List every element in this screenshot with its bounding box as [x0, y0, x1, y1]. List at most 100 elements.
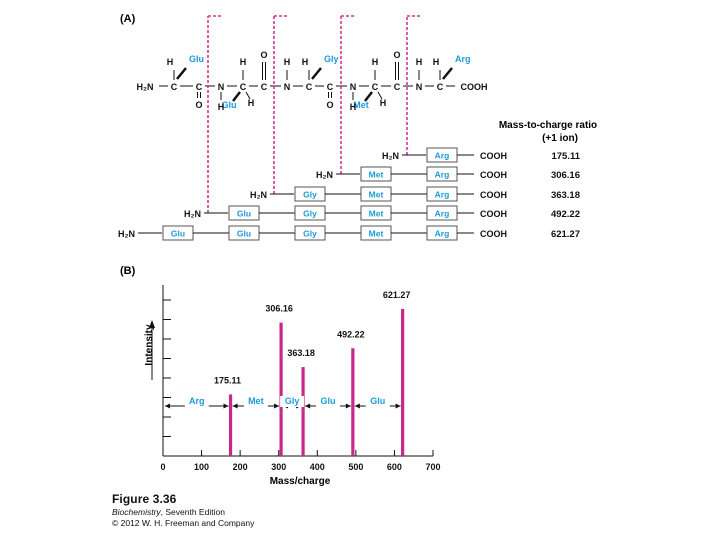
peak-bar	[301, 367, 305, 456]
residue-label: Arg	[435, 190, 450, 200]
carbonyl-oxygen: O	[393, 50, 400, 60]
amide-h: H	[416, 57, 423, 67]
fragment-n-label: H₂N	[250, 190, 267, 200]
x-tick-label: 200	[233, 462, 248, 472]
carbonyl-carbon: C	[394, 82, 401, 92]
alpha-h: H	[302, 57, 309, 67]
interval-arrowhead-right	[223, 403, 229, 409]
carbonyl-oxygen: O	[326, 100, 333, 110]
interval-label: Gly	[285, 396, 300, 406]
peak-bar	[228, 394, 233, 456]
residue-label: Arg	[435, 209, 450, 219]
alpha-carbon: C	[372, 82, 379, 92]
interval-label-bg	[243, 396, 268, 407]
book-title: Biochemistry	[112, 507, 161, 517]
x-tick-label: 700	[425, 462, 440, 472]
peak-bar	[351, 348, 355, 456]
alpha-h: H	[372, 57, 379, 67]
fragment-n-label: H₂N	[184, 209, 201, 219]
residue-label: Met	[369, 190, 384, 200]
fragment-mz-value: 306.16	[551, 170, 580, 181]
alpha-h: H	[380, 98, 387, 108]
x-tick-label: 500	[348, 462, 363, 472]
alpha-carbon: C	[171, 82, 178, 92]
residue-label: Glu	[171, 229, 185, 239]
residue-label: Arg	[435, 170, 450, 180]
panel-a-label: (A)	[120, 13, 136, 25]
residue-label: Gly	[303, 209, 317, 219]
peak-bar	[279, 322, 283, 456]
fragment-n-label: H₂N	[316, 170, 333, 180]
interval-label: Arg	[189, 396, 205, 406]
x-tick-label: 600	[387, 462, 402, 472]
fragment-c-label: COOH	[480, 209, 507, 219]
wedge-bond	[364, 91, 373, 102]
alpha-h: H	[433, 57, 440, 67]
side-chain-label: Met	[353, 100, 369, 110]
figure-source: Biochemistry, Seventh Edition	[112, 507, 254, 517]
interval-arrowhead-left	[165, 403, 170, 409]
residue-label: Met	[369, 209, 384, 219]
fragment-c-label: COOH	[480, 190, 507, 200]
amide-h: H	[218, 102, 225, 112]
x-tick-label: 100	[194, 462, 209, 472]
carbonyl-carbon: C	[327, 82, 334, 92]
side-chain-label: Arg	[455, 54, 471, 64]
interval-label: Glu	[370, 396, 385, 406]
interval-arrowhead-right	[274, 403, 280, 409]
amide-nitrogen: N	[284, 82, 291, 92]
fragment-mz-value: 492.22	[551, 209, 580, 220]
figure-number: Figure 3.36	[112, 492, 177, 506]
carbonyl-carbon: C	[261, 82, 268, 92]
peak-bar	[401, 308, 405, 456]
n-terminus-label: H₂N	[137, 82, 154, 92]
wedge-bond	[232, 91, 241, 102]
peak-label: 621.27	[383, 290, 411, 300]
fragment-c-label: COOH	[480, 170, 507, 180]
panel-b-label: (B)	[120, 265, 136, 277]
fragment-n-label: H₂N	[118, 229, 135, 239]
interval-arrowhead-left	[354, 403, 360, 409]
interval-arrowhead-right	[345, 403, 351, 409]
peak-label: 175.11	[214, 375, 241, 385]
book-edition: , Seventh Edition	[160, 507, 225, 517]
residue-label: Met	[369, 170, 384, 180]
interval-arrowhead-right	[395, 403, 401, 409]
amide-h: H	[284, 57, 291, 67]
amide-nitrogen: N	[416, 82, 423, 92]
alpha-h: H	[167, 57, 174, 67]
interval-label: Glu	[320, 396, 335, 406]
amide-nitrogen: N	[218, 82, 225, 92]
amide-h: H	[350, 102, 357, 112]
residue-label: Arg	[435, 229, 450, 239]
bond	[377, 91, 383, 100]
mz-header-title: Mass-to-charge ratio	[499, 120, 597, 131]
alpha-carbon: C	[306, 82, 313, 92]
cleavage-lines	[207, 15, 422, 213]
alpha-h: H	[248, 98, 255, 108]
residue-label: Glu	[237, 209, 251, 219]
residue-label: Gly	[303, 229, 317, 239]
residue-label: Arg	[435, 151, 450, 161]
intensity-arrowhead	[149, 320, 155, 328]
side-chain-label: Gly	[324, 54, 339, 64]
interval-label-bg	[184, 396, 209, 407]
carbonyl-oxygen: O	[195, 100, 202, 110]
wedge-bond	[442, 67, 453, 80]
fragment-c-label: COOH	[480, 151, 507, 161]
side-chain-label: Glu	[222, 100, 237, 110]
peak-label: 492.22	[337, 329, 365, 339]
residue-label: Gly	[303, 190, 317, 200]
interval-label-bg	[280, 396, 305, 407]
figure-caption: Figure 3.36 Biochemistry, Seventh Editio…	[112, 492, 254, 528]
figure-copyright: © 2012 W. H. Freeman and Company	[112, 518, 255, 528]
fragment-n-label: H₂N	[382, 151, 399, 161]
peak-label: 306.16	[265, 304, 293, 314]
alpha-carbon: C	[240, 82, 247, 92]
residue-label: Glu	[237, 229, 251, 239]
residue-label: Met	[369, 229, 384, 239]
